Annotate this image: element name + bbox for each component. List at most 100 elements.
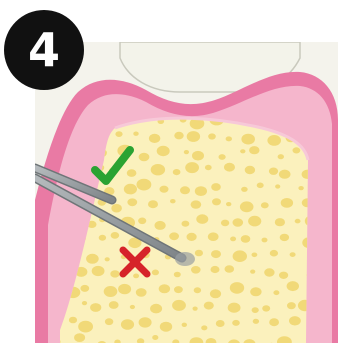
bone-pore [82,301,87,305]
bone-pore [160,322,172,332]
bone-pore [191,266,201,274]
bone-pore [262,305,270,311]
bone-pore [169,232,179,240]
bone-pore [245,166,255,174]
bone-pore [110,270,119,277]
bone-pore [261,202,269,208]
bone-pore [287,281,299,291]
bone-pore [174,272,181,278]
bone-pore [184,150,189,154]
bone-pore [124,184,137,195]
bone-pore [201,325,207,330]
bone-pore [90,303,101,312]
bone-pore [273,290,279,295]
bone-pore [249,146,259,154]
bone-pore [187,131,200,142]
step-badge: 4 [4,10,84,90]
bone-pore [127,198,137,206]
bone-pore [216,320,225,327]
bone-pore [289,316,301,325]
bone-pore [211,250,221,258]
bone-pore [130,305,135,309]
bone-pore [174,132,183,140]
bone-pore [257,183,264,189]
bone-pore [151,164,165,175]
bone-pore [193,307,198,311]
bone-pore [99,235,106,241]
bone-pore [241,235,251,243]
bone-pore [105,257,110,261]
bone-pore [118,284,131,294]
bone-pore [280,234,289,241]
bone-pore [275,184,280,188]
bone-pore [241,187,248,192]
bone-pore [269,318,279,326]
bone-pore [278,154,284,159]
bone-pore [195,250,203,257]
bone-pore [295,219,301,224]
bone-pore [253,319,259,324]
bone-pore [240,149,245,153]
bone-pore [111,204,122,213]
bone-pore [137,179,152,191]
bone-pore [287,302,296,309]
bone-pore [109,301,119,309]
bone-pore [80,285,89,292]
bone-pore [78,321,93,333]
bone-pore [152,335,158,340]
bone-pore [250,287,261,296]
bone-pore [180,186,190,194]
bone-pore [221,220,229,227]
bone-pore [250,270,255,274]
bone-pore [211,266,220,273]
bone-pore [185,162,199,173]
bone-pore [136,288,147,297]
bone-pore [173,169,181,175]
bone-pore [182,323,187,327]
bone-pore [208,232,219,241]
bone-pore [212,198,221,205]
bone-pore [69,317,77,324]
bone-pore [155,221,166,230]
bone-pore [240,201,254,212]
bone-pore [270,250,278,257]
bone-pore [298,186,303,190]
bone-pore [194,287,201,293]
bone-pore [152,270,159,276]
bone-pore [150,304,162,314]
bone-pore [228,303,241,313]
bone-pore [230,282,244,294]
bone-pore [111,232,120,239]
bone-pore [92,266,105,276]
bone-pore [233,250,247,262]
bone-pore [196,214,208,224]
bone-pore [133,132,138,136]
bone-pore [233,218,244,227]
bone-pore [262,238,268,243]
bone-pore [226,136,232,141]
bone-pore [195,186,207,196]
bone-pore [174,286,183,293]
bone-pore [279,170,291,179]
bone-pore [74,333,85,342]
bone-pore [139,153,150,162]
bone-pore [211,183,221,191]
bone-pore [86,254,99,264]
bone-pore [224,163,235,172]
bone-pore [172,300,186,311]
bone-pore [210,289,221,298]
bone-pore [159,284,170,293]
bone-pore [205,165,212,170]
bone-pore [105,318,113,325]
bone-pore [230,237,236,242]
bone-pore [290,252,296,257]
bone-pore [279,272,288,279]
bone-pore [127,169,137,177]
bone-pore [264,268,274,276]
bone-pore [241,134,255,145]
bone-pore [269,168,278,175]
bone-pore [275,218,285,226]
bone-pore [192,151,204,161]
